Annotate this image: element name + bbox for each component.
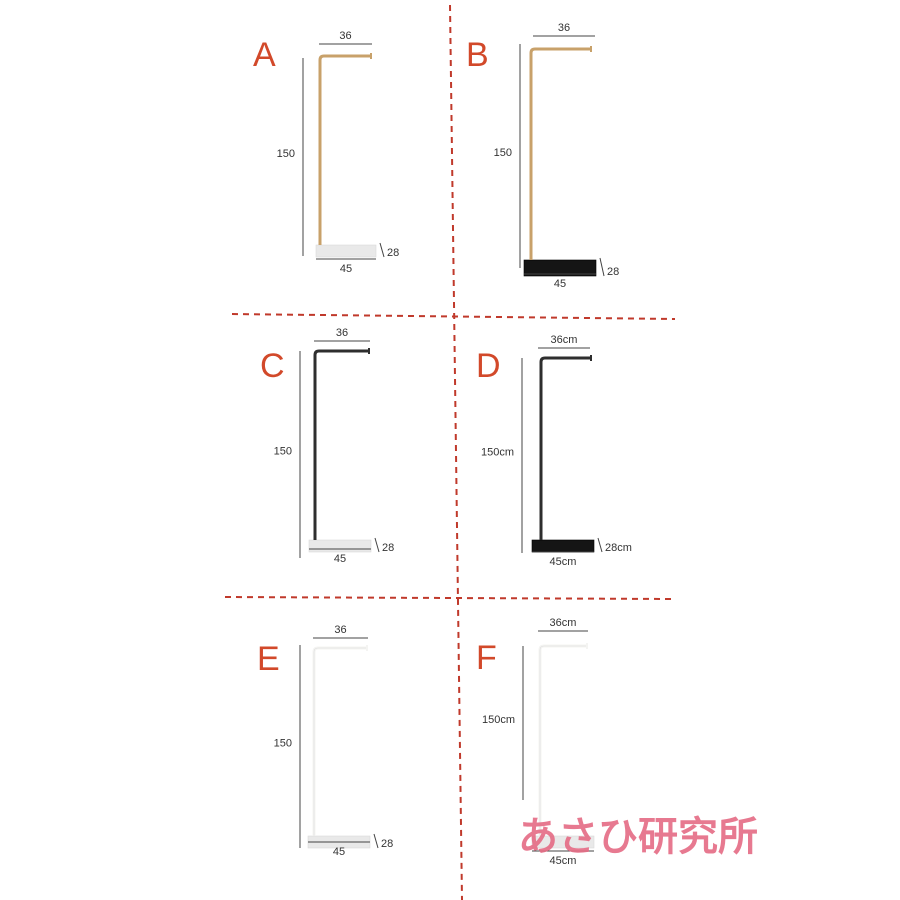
base-depth-dimension-line [597, 537, 603, 553]
top-width-label: 36 [336, 327, 348, 339]
height-label: 150 [274, 446, 292, 458]
watermark-text: あさひ研究所 [518, 814, 758, 860]
marble-base [523, 259, 597, 277]
top-width-label: 36 [334, 624, 346, 636]
horizontal-divider-top [231, 313, 676, 320]
variant-label: D [476, 347, 501, 385]
marble-base [315, 244, 377, 258]
stand-frame [312, 646, 368, 836]
base-depth-label: 28 [382, 542, 394, 554]
base-width-label: 45cm [550, 556, 577, 568]
variant-label: F [476, 639, 497, 677]
base-width-label: 45 [334, 553, 346, 565]
top-width-label: 36cm [550, 617, 577, 629]
base-depth-dimension-line [373, 833, 379, 849]
variant-b: B 150 36 45 28 [466, 22, 619, 290]
top-width-label: 36cm [551, 334, 578, 346]
variant-label: B [466, 36, 489, 74]
base-depth-dimension-line [599, 257, 605, 277]
base-depth-dimension-line [379, 242, 385, 258]
variant-e: E 150 36 45 28 [257, 624, 393, 858]
height-label: 150cm [481, 447, 514, 459]
variant-a: A 150 36 45 28 [253, 30, 399, 275]
height-label: 150 [494, 147, 512, 159]
stand-frame [529, 47, 592, 260]
marble-base [308, 539, 372, 553]
base-depth-label: 28 [381, 838, 393, 850]
base-width-label: 45cm [550, 855, 577, 867]
marble-base [531, 539, 595, 553]
stand-frame [538, 644, 588, 840]
base-depth-dimension-line [374, 537, 380, 553]
top-width-label: 36 [339, 30, 351, 42]
top-width-label: 36 [558, 22, 570, 34]
variant-label: E [257, 640, 280, 678]
base-depth-label: 28 [607, 266, 619, 278]
variant-label: A [253, 36, 276, 74]
stand-frame [539, 356, 592, 540]
stand-frame-outline [313, 647, 368, 836]
vertical-divider [449, 4, 463, 900]
variant-d: D 150cm 36cm 45cm 28cm [476, 334, 632, 568]
base-width-label: 45 [333, 846, 345, 858]
base-width-label: 45 [340, 263, 352, 275]
stand-frame-outline [539, 645, 588, 840]
stand-frame [313, 349, 370, 540]
base-width-label: 45 [554, 278, 566, 290]
height-label: 150 [277, 148, 295, 160]
stand-frame [318, 54, 372, 245]
height-label: 150cm [482, 714, 515, 726]
base-depth-label: 28cm [605, 542, 632, 554]
variant-c: C 150 36 45 28 [260, 327, 394, 565]
base-depth-label: 28 [387, 247, 399, 259]
horizontal-divider-bottom [224, 596, 673, 600]
variants-group: A150364528B150364528C150364528D150cm36cm… [253, 22, 632, 867]
height-label: 150 [274, 738, 292, 750]
variant-f: F 150cm 36cm 45cm [476, 617, 595, 867]
variant-label: C [260, 347, 285, 385]
marble-base [531, 835, 595, 849]
